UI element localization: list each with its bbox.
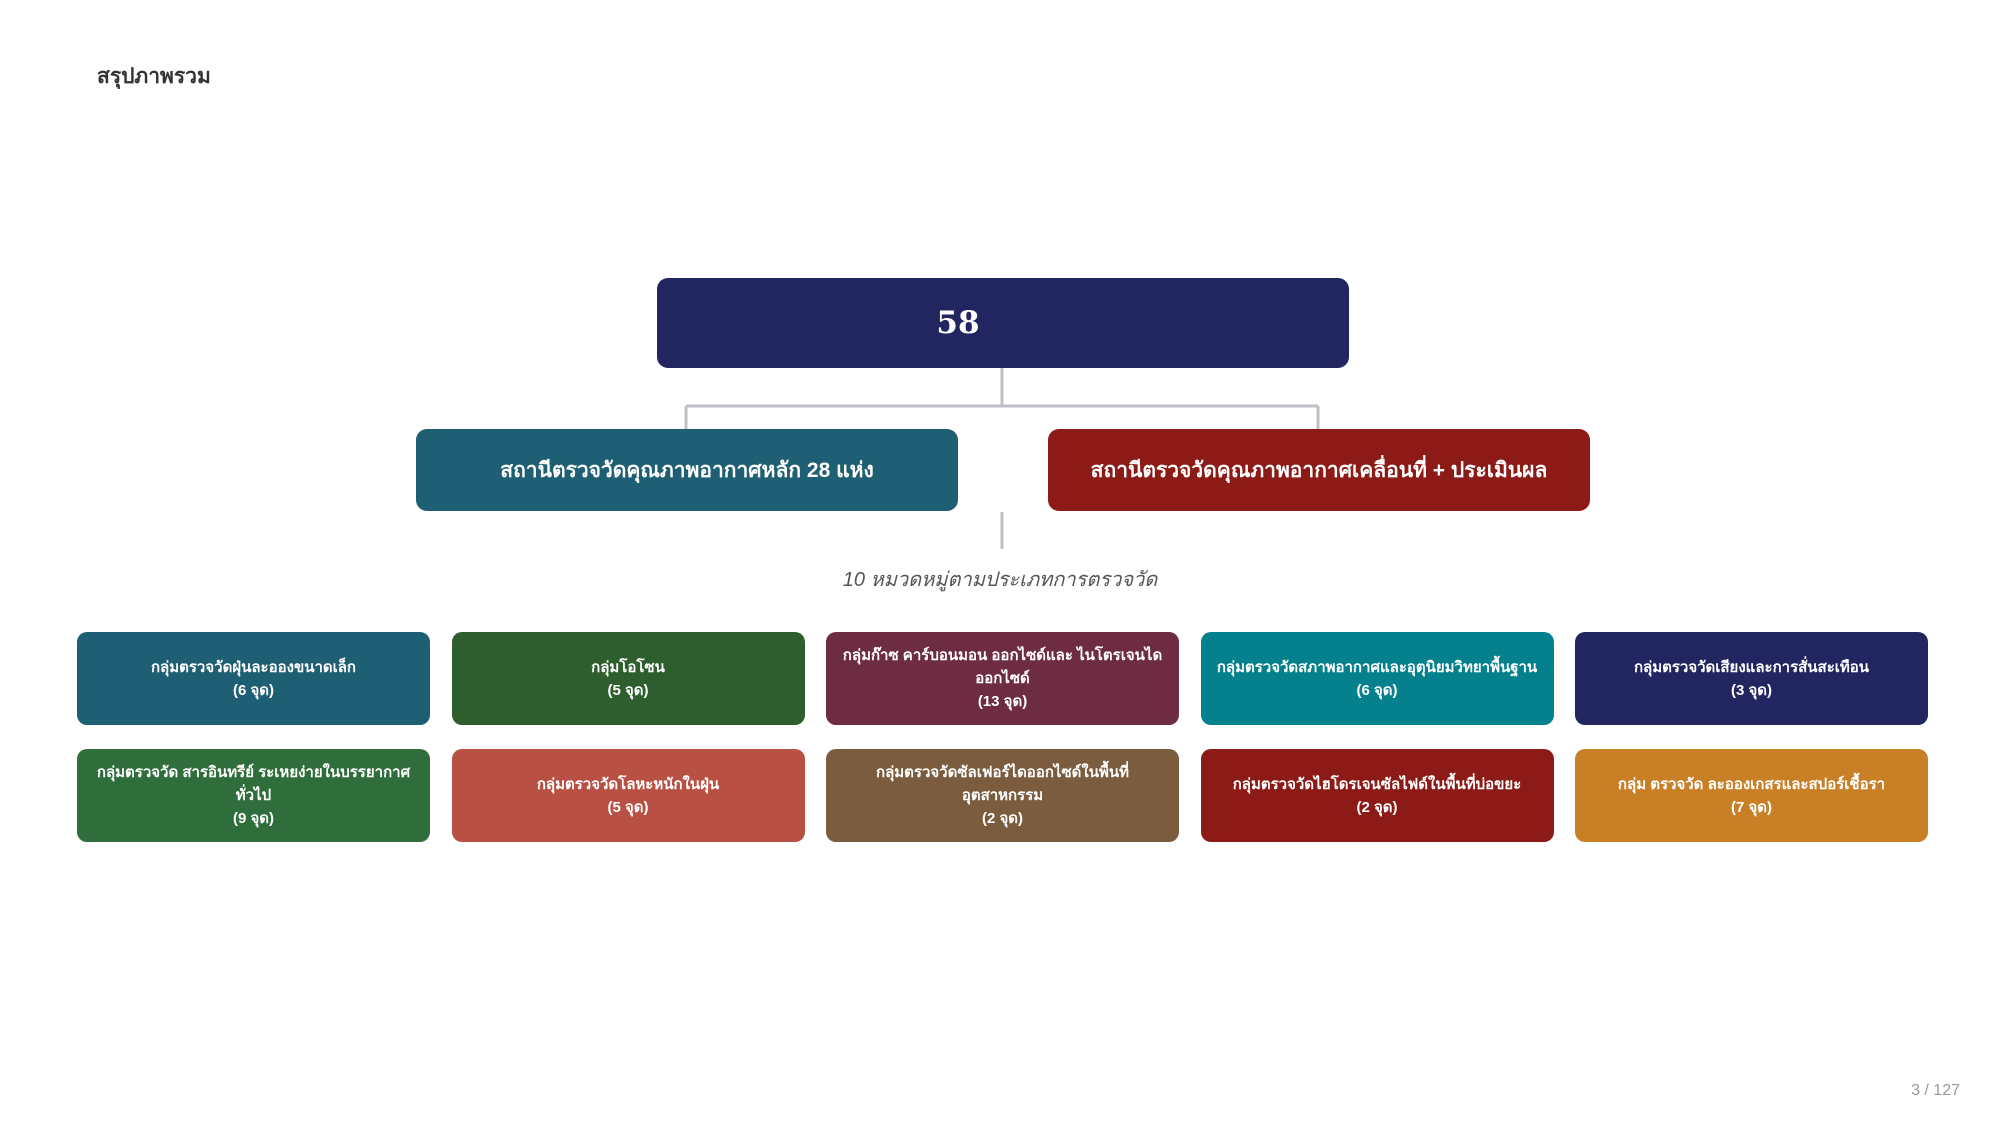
category-count: (6 จุด) <box>1356 681 1398 699</box>
category-node: กลุ่มตรวจวัดฝุ่นละอองขนาดเล็ก (6 จุด) <box>77 632 430 725</box>
category-count: (2 จุด) <box>1356 798 1398 816</box>
category-label: กลุ่มตรวจวัดซัลเฟอร์ไดออกไซด์ในพื้นที่อุ… <box>876 764 1129 804</box>
category-node: กลุ่มตรวจวัดเสียงและการสั่นสะเทือน (3 จุ… <box>1575 632 1928 725</box>
category-node: กลุ่มตรวจวัดซัลเฟอร์ไดออกไซด์ในพื้นที่อุ… <box>826 749 1179 842</box>
category-count: (7 จุด) <box>1730 798 1773 816</box>
category-grid: กลุ่มตรวจวัดฝุ่นละอองขนาดเล็ก (6 จุด) กล… <box>77 632 1928 842</box>
category-node: กลุ่ม ตรวจวัด ละอองเกสรและสปอร์เชื้อรา (… <box>1575 749 1928 842</box>
page-title: สรุปภาพรวม <box>97 65 211 88</box>
category-caption: 10 หมวดหมู่ตามประเภทการตรวจวัด <box>842 569 1158 591</box>
category-count: (2 จุด) <box>981 810 1024 827</box>
branch-node-label: สถานีตรวจวัดคุณภาพอากาศเคลื่อนที่ + ประเ… <box>1090 458 1548 482</box>
category-label: กลุ่ม ตรวจวัด ละอองเกสรและสปอร์เชื้อรา <box>1617 775 1886 793</box>
page-number: 3 / 127 <box>1911 1082 1960 1099</box>
category-label: กลุ่มตรวจวัด สารอินทรีย์ ระเหยง่ายในบรรย… <box>96 764 411 804</box>
category-label: กลุ่มก๊าซ คาร์บอนมอน ออกไซด์และ ไนโตรเจน… <box>842 647 1163 687</box>
category-node: กลุ่มตรวจวัดสภาพอากาศและอุตุนิยมวิทยาพื้… <box>1200 632 1554 725</box>
category-count: (6 จุด) <box>232 681 275 699</box>
category-count: (5 จุด) <box>607 681 649 699</box>
category-count: (5 จุด) <box>607 798 649 816</box>
category-count: (3 จุด) <box>1730 681 1773 699</box>
category-count: (9 จุด) <box>232 810 275 827</box>
category-node: กลุ่มก๊าซ คาร์บอนมอน ออกไซด์และ ไนโตรเจน… <box>826 632 1179 725</box>
category-label: กลุ่มโอโซน <box>591 658 665 676</box>
root-node-label: 58 <box>936 305 980 341</box>
branch-node-label: สถานีตรวจวัดคุณภาพอากาศหลัก 28 แห่ง <box>500 458 874 482</box>
tree-connector <box>684 368 1320 549</box>
branch-node-mobile-stations: สถานีตรวจวัดคุณภาพอากาศเคลื่อนที่ + ประเ… <box>1048 429 1590 511</box>
branch-node-main-stations: สถานีตรวจวัดคุณภาพอากาศหลัก 28 แห่ง <box>416 429 958 511</box>
root-node: 58 <box>657 278 1349 368</box>
category-label: กลุ่มตรวจวัดไฮโดรเจนซัลไฟด์ในพื้นที่บ่อข… <box>1232 775 1522 793</box>
category-label: กลุ่มตรวจวัดโลหะหนักในฝุ่น <box>536 775 720 793</box>
category-node: กลุ่มตรวจวัดโลหะหนักในฝุ่น (5 จุด) <box>451 749 805 842</box>
category-node: กลุ่มตรวจวัดไฮโดรเจนซัลไฟด์ในพื้นที่บ่อข… <box>1200 749 1554 842</box>
category-node: กลุ่มโอโซน (5 จุด) <box>451 632 805 725</box>
category-label: กลุ่มตรวจวัดสภาพอากาศและอุตุนิยมวิทยาพื้… <box>1216 658 1538 676</box>
category-label: กลุ่มตรวจวัดฝุ่นละอองขนาดเล็ก <box>150 658 357 676</box>
category-node: กลุ่มตรวจวัด สารอินทรีย์ ระเหยง่ายในบรรย… <box>77 749 430 842</box>
category-label: กลุ่มตรวจวัดเสียงและการสั่นสะเทือน <box>1633 658 1870 676</box>
category-count: (13 จุด) <box>977 693 1028 710</box>
